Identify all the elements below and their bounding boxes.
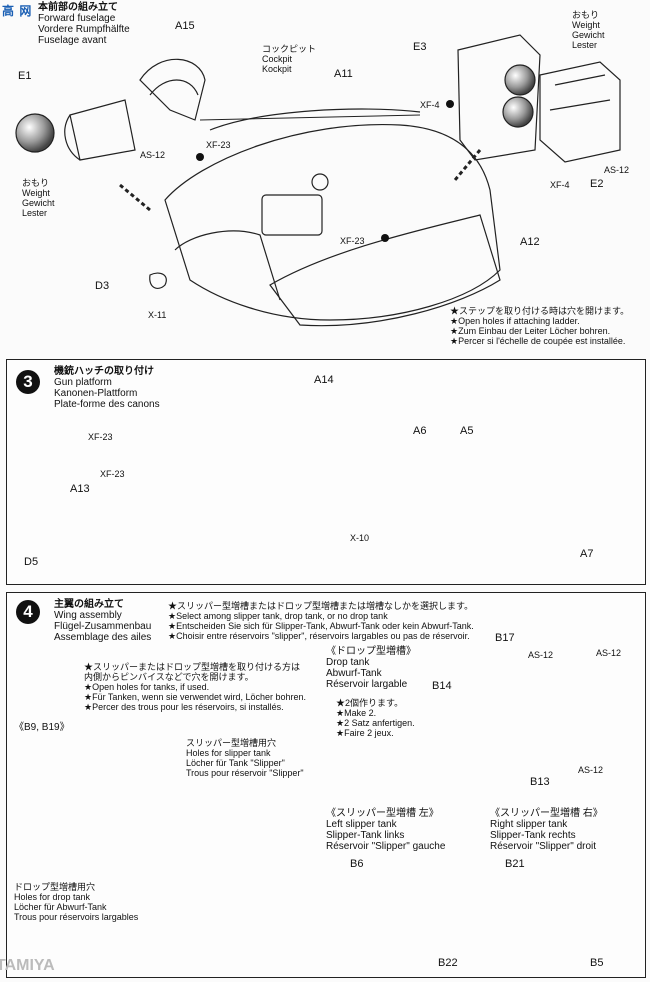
step3-number: 3 <box>16 370 40 394</box>
code-xf4-a: XF-4 <box>420 100 440 110</box>
code-as12-e: AS-12 <box>578 765 604 775</box>
code-as12-b: AS-12 <box>604 165 630 175</box>
code-xf23-b: XF-23 <box>340 236 365 246</box>
code-x11: X-11 <box>148 310 167 320</box>
part-label-d3: D3 <box>95 280 110 292</box>
part-label-e1: E1 <box>18 70 32 82</box>
part-label-e3: E3 <box>413 41 427 53</box>
part-label-a11: A11 <box>334 68 353 80</box>
wing-part-numbers: 《B9, B19》 <box>14 722 70 733</box>
left-slipper-title: 《スリッパー型増槽 左》 Left slipper tank Slipper-T… <box>326 808 446 852</box>
part-label-a12: A12 <box>520 236 540 248</box>
step4-number: 4 <box>16 600 40 624</box>
part-label-b5: B5 <box>590 957 604 969</box>
part-label-a5: A5 <box>460 425 474 437</box>
slipper-holes-label: スリッパー型増槽用穴 Holes for slipper tank Löcher… <box>186 738 304 778</box>
part-d3-shape <box>149 272 167 289</box>
drop-tank-title: 《ドロップ型増槽》 Drop tank Abwurf-Tank Réservoi… <box>326 646 416 690</box>
step4-instructions: ★スリッパー型増槽またはドロップ型増槽または増槽なしかを選択します。 ★Sele… <box>168 601 474 641</box>
part-a12-shape <box>269 214 501 327</box>
step4-panel <box>6 592 646 978</box>
part-label-b22: B22 <box>438 957 458 969</box>
watermark-logo: 高 网 <box>2 4 33 18</box>
part-label-b14: B14 <box>432 680 452 692</box>
part-label-e2: E2 <box>590 178 604 190</box>
drop-holes-label: ドロップ型増槽用穴 Holes for drop tank Löcher für… <box>14 882 139 922</box>
weight-ball-left <box>15 113 55 153</box>
ladder-note: ★ステップを取り付ける時は穴を開けます。 ★Open holes if atta… <box>450 306 630 346</box>
code-as12-a: AS-12 <box>140 150 166 160</box>
code-xf23-d: XF-23 <box>100 469 125 479</box>
code-xf23-c: XF-23 <box>88 432 113 442</box>
step2-title: 本前部の組み立て Forward fuselage Vordere Rumpfh… <box>38 2 130 46</box>
holes-note: ★スリッパーまたはドロップ型増槽を取り付ける方は 内側からピンバイスなどで穴を開… <box>84 662 307 712</box>
paint-dot-xf23 <box>196 153 204 161</box>
part-label-b13: B13 <box>530 776 550 788</box>
cockpit-label: コックピット Cockpit Kockpit <box>262 44 317 74</box>
paint-dot-xf23-b <box>381 234 389 242</box>
part-e1-shape <box>69 99 136 161</box>
part-e3-shape <box>457 34 541 161</box>
part-label-b6: B6 <box>350 858 364 870</box>
part-e2-shape <box>539 61 621 163</box>
cockpit-seat <box>261 194 323 236</box>
brand-footer: TAMIYA <box>0 957 55 974</box>
part-label-a15: A15 <box>175 20 195 32</box>
step4-title: 主翼の組み立て Wing assembly Flügel-Zusammenbau… <box>54 599 152 643</box>
weight-ball-right-top <box>504 64 536 96</box>
code-as12-d: AS-12 <box>596 648 622 658</box>
code-as12-c: AS-12 <box>528 650 554 660</box>
code-xf4-b: XF-4 <box>550 180 570 190</box>
part-label-a14: A14 <box>314 374 334 386</box>
part-label-a7: A7 <box>580 548 594 560</box>
part-label-b17: B17 <box>495 632 515 644</box>
right-slipper-title: 《スリッパー型増槽 右》 Right slipper tank Slipper-… <box>490 808 603 852</box>
weight-label-left: おもり Weight Gewicht Lester <box>22 178 55 218</box>
code-xf23-a: XF-23 <box>206 140 231 150</box>
part-label-a6: A6 <box>413 425 427 437</box>
part-label-d5: D5 <box>24 556 39 568</box>
code-x10: X-10 <box>350 533 370 543</box>
part-label-b21: B21 <box>505 858 525 870</box>
step3-panel <box>6 359 646 585</box>
paint-dot-xf4 <box>446 100 454 108</box>
fuselage-forward-shape <box>164 123 501 321</box>
part-label-a13: A13 <box>70 483 90 495</box>
step3-title: 機銃ハッチの取り付け Gun platform Kanonen-Plattfor… <box>54 366 160 410</box>
weight-ball-right-bottom <box>502 96 534 128</box>
part-a15-shape <box>139 58 206 121</box>
make-two-note: ★2個作ります。 ★Make 2. ★2 Satz anfertigen. ★F… <box>336 698 415 738</box>
weight-label-right: おもり Weight Gewicht Lester <box>572 10 605 50</box>
